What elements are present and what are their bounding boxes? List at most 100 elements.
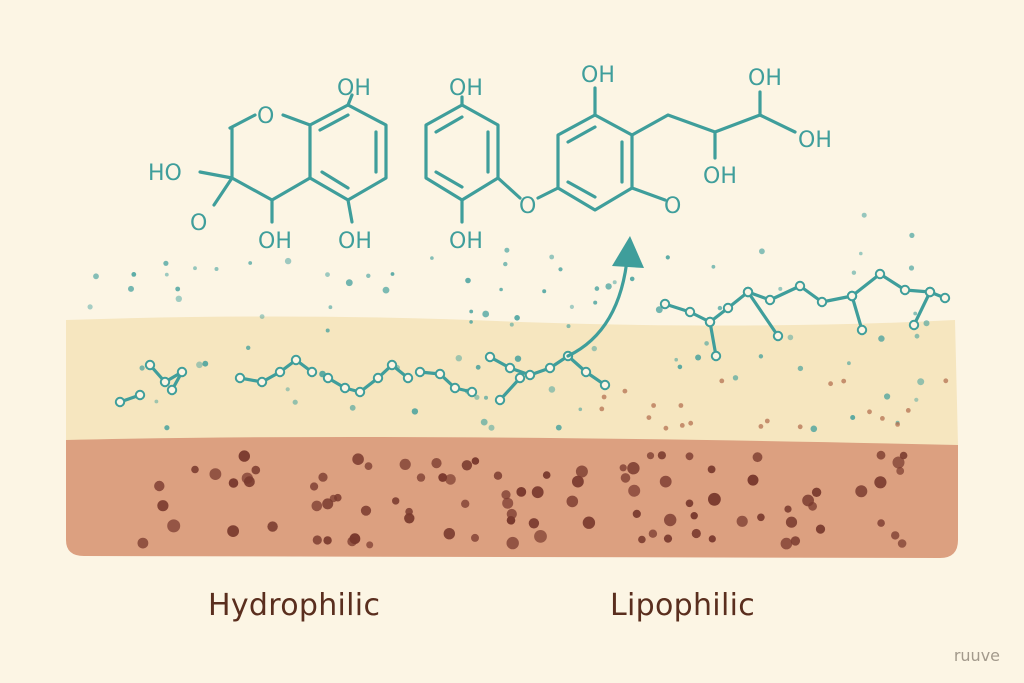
- watermark: ruuve: [953, 646, 1000, 665]
- absorbed-dot: [516, 487, 527, 497]
- particle-dot: [711, 264, 716, 269]
- absorbed-dot: [619, 464, 627, 472]
- absorbed-dot: [366, 541, 374, 549]
- absorbed-dot: [267, 521, 278, 532]
- particle-dot: [474, 394, 480, 400]
- particle-dot: [549, 254, 555, 260]
- absorbed-dot: [461, 499, 470, 508]
- absorbed-dot: [322, 498, 334, 510]
- absorbed-dot: [708, 492, 721, 506]
- chain-node: [772, 330, 784, 342]
- chain-node: [290, 354, 302, 366]
- migrating-dot: [678, 403, 684, 408]
- migrating-dot: [943, 378, 949, 384]
- absorbed-dot: [690, 512, 698, 520]
- migrating-dot: [599, 406, 605, 412]
- absorbed-dot: [790, 536, 801, 546]
- chain-node: [504, 362, 516, 374]
- chain-bond: [746, 290, 780, 338]
- absorbed-dot: [528, 518, 540, 529]
- absorbed-dot: [506, 508, 517, 520]
- particle-dot: [196, 361, 203, 369]
- absorbed-dot: [167, 519, 181, 533]
- partition-arrow: [566, 236, 644, 358]
- migrating-dot: [663, 425, 669, 431]
- absorbed-dot: [311, 500, 323, 512]
- chain-node: [166, 384, 178, 396]
- particle-dot: [87, 304, 93, 310]
- absorbed-dot: [685, 452, 694, 461]
- particle-dot: [390, 272, 395, 276]
- lower-layer: [66, 436, 958, 558]
- migrating-dot: [841, 378, 847, 384]
- particle-dot: [612, 280, 617, 285]
- absorbed-dot: [632, 509, 641, 518]
- chain-node: [684, 306, 696, 318]
- particle-dot: [465, 277, 471, 284]
- absorbed-dot: [501, 490, 511, 500]
- particle-dot: [504, 247, 510, 253]
- particle-dot: [503, 261, 508, 267]
- chain-node: [494, 394, 506, 406]
- particle-dot: [594, 286, 600, 291]
- absorbed-dot: [780, 537, 793, 550]
- absorbed-dot: [531, 486, 544, 499]
- chain-node: [144, 359, 156, 371]
- chain-node: [599, 379, 611, 391]
- absorbed-dot: [238, 450, 250, 462]
- absorbed-dot: [896, 467, 905, 475]
- absorbed-dot: [627, 462, 640, 475]
- particle-dot: [175, 295, 182, 302]
- chain-node: [899, 284, 911, 296]
- particle-dot: [759, 248, 765, 255]
- migrating-dot: [688, 420, 694, 426]
- absorbed-dot: [659, 475, 672, 488]
- absorbed-dot: [191, 465, 199, 474]
- chain-node: [256, 376, 268, 388]
- particle-dot: [909, 232, 915, 238]
- absorbed-dot: [228, 478, 239, 488]
- absorbed-dot: [493, 471, 503, 480]
- absorbed-dot: [542, 471, 551, 479]
- absorbed-dot: [157, 500, 169, 512]
- particle-dot: [778, 286, 783, 291]
- absorbed-dot: [502, 497, 514, 509]
- chain-node: [159, 376, 171, 388]
- chain-node: [386, 359, 398, 371]
- absorbed-dot: [323, 536, 332, 545]
- migrating-dot: [622, 388, 628, 394]
- absorbed-dot: [534, 530, 547, 543]
- particle-dot: [914, 333, 920, 339]
- chain-node: [856, 324, 868, 336]
- particle-dot: [677, 364, 683, 370]
- absorbed-dot: [648, 529, 658, 538]
- absorbed-particles: [137, 378, 949, 550]
- particle-dot: [878, 335, 885, 342]
- absorbed-dot: [392, 497, 400, 505]
- absorbed-dot: [855, 485, 868, 498]
- chain-bond: [663, 272, 947, 324]
- particle-dot: [847, 361, 851, 366]
- absorbed-dot: [891, 531, 900, 540]
- absorbed-dot: [312, 535, 322, 545]
- particle-dot: [328, 305, 333, 310]
- chain-bond: [148, 363, 184, 392]
- migrating-dot: [646, 415, 652, 420]
- particle-dot: [193, 266, 197, 271]
- migrating-dot: [828, 381, 833, 387]
- phenol-oh-bottom: OH: [449, 229, 483, 254]
- absorbed-dot: [471, 457, 480, 465]
- particle-dot: [542, 289, 547, 294]
- absorbed-dot: [892, 456, 905, 469]
- absorbed-dot: [582, 516, 596, 529]
- particle-dot: [202, 360, 209, 367]
- phenol-oh-top: OH: [449, 76, 483, 101]
- particle-dot: [430, 256, 434, 260]
- particle-dot: [325, 272, 330, 277]
- chain-node: [939, 292, 951, 304]
- migrating-dot: [764, 418, 770, 424]
- absorbed-dot: [241, 472, 253, 484]
- chain-node: [306, 366, 318, 378]
- chain-node: [274, 366, 286, 378]
- chain-node: [846, 290, 858, 302]
